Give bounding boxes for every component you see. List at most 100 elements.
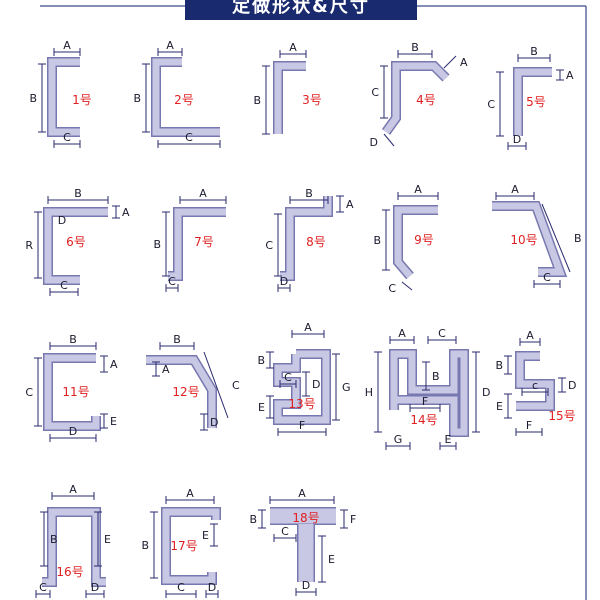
dimension-label: F <box>299 419 305 432</box>
dimension-label: B <box>411 41 419 54</box>
dimension-label: A <box>398 327 406 340</box>
dimension-label: C <box>281 525 289 538</box>
profile-fill <box>394 206 438 279</box>
shape-number: 1号 <box>72 93 92 107</box>
dimension-label: E <box>202 529 209 542</box>
dimension-label: A <box>69 483 77 496</box>
dimension-label: C <box>487 98 495 111</box>
dimension-label: A <box>304 321 312 334</box>
dimension-label: F <box>526 419 532 432</box>
dimension-label: D <box>208 581 216 594</box>
shape-number: 11号 <box>62 385 89 399</box>
dimension-label: B <box>133 92 141 105</box>
dimension-label: C <box>543 271 551 284</box>
profile-fill <box>44 354 100 430</box>
dimension-line <box>203 351 229 419</box>
shape-number: 9号 <box>414 233 434 247</box>
dimension-label: B <box>50 533 58 546</box>
dimension-label: A <box>162 363 170 376</box>
dimension-label: E <box>445 433 452 446</box>
profile-fill <box>146 356 216 428</box>
dimension-label: A <box>122 206 130 219</box>
dimension-label: D <box>513 133 521 146</box>
profile-fill <box>44 208 108 284</box>
dimension-label: G <box>394 433 403 446</box>
dimension-label: B <box>69 333 77 346</box>
shape-number: 17号 <box>170 539 197 553</box>
profile-fill <box>516 352 554 410</box>
dimension-label: D <box>568 379 576 392</box>
dimension-label: C <box>60 279 68 292</box>
shape-number: 5号 <box>526 95 546 109</box>
profile-fill <box>280 196 332 280</box>
dimension-label: C <box>438 327 446 340</box>
dimension-label: B <box>74 187 82 200</box>
dimension-label: c <box>532 379 538 392</box>
shape-number: 12号 <box>172 385 199 399</box>
dimension-line <box>541 203 571 273</box>
shape-number: 3号 <box>302 93 322 107</box>
dimension-label: B <box>530 45 538 58</box>
shape-number: 2号 <box>174 93 194 107</box>
dimension-label: C <box>232 379 240 392</box>
page-title: 定做形状&尺寸 <box>185 0 417 20</box>
dimension-label: B <box>305 187 313 200</box>
dimension-label: C <box>25 386 33 399</box>
dimension-line <box>383 133 395 147</box>
dimension-label: A <box>346 198 354 211</box>
dimension-label: A <box>63 39 71 52</box>
dimension-label: D <box>91 581 99 594</box>
dimension-label: E <box>328 553 335 566</box>
shape-number: 16号 <box>56 565 83 579</box>
dimension-label: A <box>110 358 118 371</box>
dimension-label: B <box>257 354 265 367</box>
dimension-label: D <box>210 416 218 429</box>
dimension-label: E <box>496 400 503 413</box>
dimension-label: B <box>249 513 257 526</box>
dimension-label: B <box>373 234 381 247</box>
dimension-label: F <box>350 513 356 526</box>
profile-fill <box>492 202 565 276</box>
profile-fill <box>162 508 220 584</box>
dimension-label: A <box>566 69 574 82</box>
shape-number: 6号 <box>66 235 86 249</box>
dimension-label: A <box>289 41 297 54</box>
shape-number: 14号 <box>410 413 437 427</box>
profile-fill <box>390 350 468 436</box>
dimension-label: B <box>29 92 37 105</box>
profile-fill <box>42 508 106 586</box>
dimension-label: G <box>342 381 351 394</box>
dimension-label: B <box>495 359 503 372</box>
dimension-label: C <box>168 275 176 288</box>
dimension-label: A <box>526 329 534 342</box>
dimension-label: D <box>280 275 288 288</box>
dimension-label: A <box>298 487 306 500</box>
dimension-label: E <box>104 533 111 546</box>
dimension-label: A <box>186 487 194 500</box>
shape-number: 13号 <box>288 397 315 411</box>
dimension-label: E <box>258 401 265 414</box>
dimension-label: D <box>482 386 490 399</box>
profile-fill <box>383 62 449 135</box>
dimension-label: D <box>312 378 320 391</box>
dimension-label: B <box>432 370 440 383</box>
dimension-label: D <box>370 136 378 149</box>
dimension-label: C <box>265 239 273 252</box>
